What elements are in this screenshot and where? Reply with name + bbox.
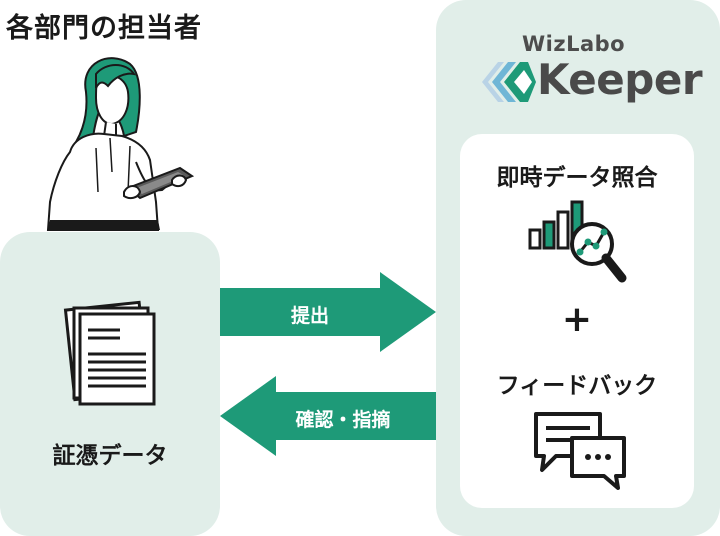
feedback-heading: フィードバック bbox=[496, 373, 658, 399]
submit-arrow-label: 提出 bbox=[290, 305, 329, 327]
plus-sign: + bbox=[561, 299, 593, 340]
instant-data-matching-heading: 即時データ照合 bbox=[496, 165, 658, 191]
chat-bubbles-icon bbox=[534, 412, 626, 490]
page-title: 各部門の担当者 bbox=[6, 13, 202, 44]
feedback-arrow bbox=[220, 376, 436, 456]
feedback-arrow-label: 確認・指摘 bbox=[295, 409, 391, 431]
keeper-logo-icon bbox=[482, 62, 536, 102]
submit-arrow bbox=[220, 272, 436, 352]
keeper-brand-text: Keeper bbox=[537, 55, 703, 104]
person-with-tablet-illustration bbox=[46, 57, 195, 231]
chart-analysis-icon bbox=[528, 200, 627, 283]
document-stack-icon bbox=[63, 300, 156, 406]
wizlabo-brand-text: WizLabo bbox=[522, 32, 626, 56]
evidence-data-label: 証憑データ bbox=[52, 443, 168, 469]
